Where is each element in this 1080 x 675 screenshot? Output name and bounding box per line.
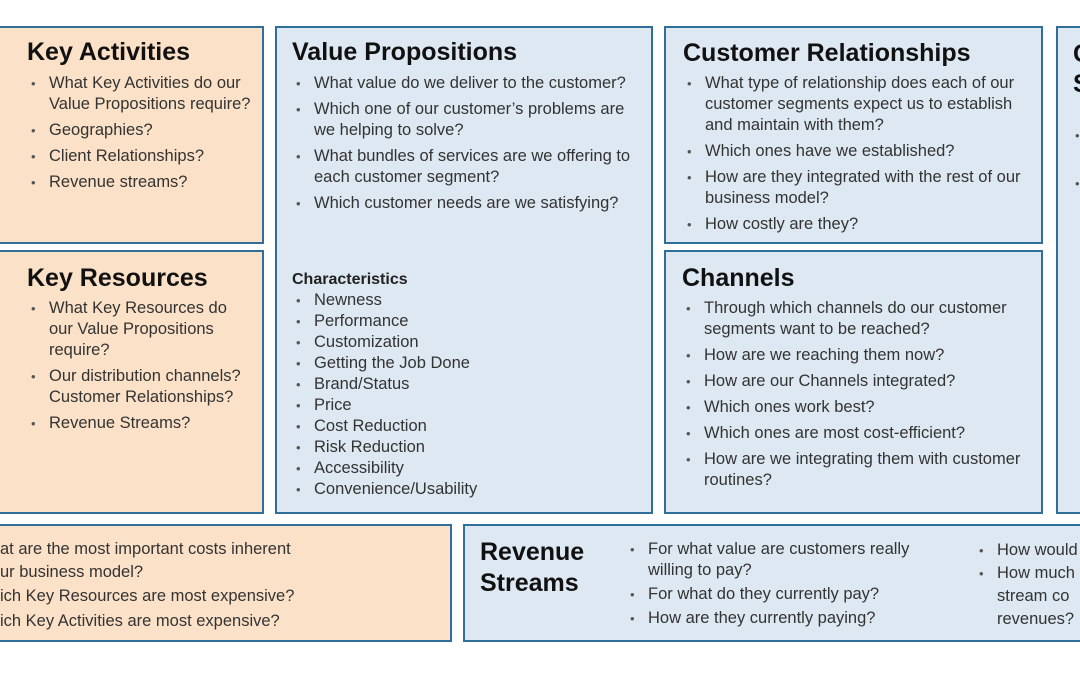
list-item: Which customer needs are we satisfying? — [292, 193, 637, 214]
list-item: How are we integrating them with custome… — [682, 449, 1027, 491]
bullet-icon: • — [979, 543, 984, 558]
list-item: Geographies? — [27, 120, 252, 141]
bullet-icon: • — [979, 566, 984, 581]
key-resources-block: Key Resources What Key Resources do our … — [0, 250, 264, 514]
list-item: Which ones work best? — [682, 397, 1027, 418]
list-item: Convenience/Usability — [292, 479, 637, 500]
key-activities-title: Key Activities — [27, 38, 191, 66]
list-item: Risk Reduction — [292, 437, 637, 458]
cost-line: ich Key Resources are most expensive? — [0, 587, 295, 605]
list-item: How are they integrated with the rest of… — [683, 167, 1023, 209]
channels-list: Through which channels do our customer s… — [682, 298, 1027, 496]
list-item: Revenue streams? — [27, 172, 252, 193]
list-item: Performance — [292, 311, 637, 332]
list-item: Through which channels do our customer s… — [682, 298, 1027, 340]
cost-structure-text: at are the most important costs inherent… — [0, 538, 294, 633]
list-item: Which one of our customer’s problems are… — [292, 99, 637, 141]
bullet-icon: • — [1075, 128, 1080, 143]
list-item: Accessibility — [292, 458, 637, 479]
list-item: Revenue Streams? — [27, 413, 252, 434]
customer-segments-block: C S • • — [1056, 26, 1080, 514]
list-item: What Key Resources do our Value Proposit… — [27, 298, 252, 361]
customer-segments-title-line2: S — [1073, 70, 1080, 98]
list-item: • How much — [975, 562, 1080, 585]
value-propositions-list: What value do we deliver to the customer… — [292, 73, 637, 219]
list-item: Customization — [292, 332, 637, 353]
list-item: How are we reaching them now? — [682, 345, 1027, 366]
characteristics-heading: Characteristics — [292, 271, 408, 288]
channels-title: Channels — [682, 264, 795, 292]
revenue-streams-list: For what value are customers really will… — [626, 539, 951, 634]
customer-relationships-title: Customer Relationships — [683, 39, 971, 67]
list-item-continuation: revenues? — [997, 610, 1075, 628]
list-item: Brand/Status — [292, 374, 637, 395]
characteristics-list: Newness Performance Customization Gettin… — [292, 290, 637, 500]
cost-line: at are the most important costs inherent — [0, 540, 291, 558]
revenue-streams-block: Revenue Streams For what value are custo… — [463, 524, 1080, 642]
list-item: Our distribution channels? Customer Rela… — [27, 366, 252, 408]
list-item: What value do we deliver to the customer… — [292, 73, 637, 94]
list-item: Getting the Job Done — [292, 353, 637, 374]
revenue-streams-title-line1: Revenue — [480, 538, 585, 566]
revenue-streams-list-2: • How would • How much stream co revenue… — [975, 539, 1080, 631]
key-activities-block: Key Activities What Key Activities do ou… — [0, 26, 264, 244]
list-item: For what value are customers really will… — [626, 539, 951, 581]
bullet-icon: • — [1075, 176, 1080, 191]
list-item: How are they currently paying? — [626, 608, 951, 629]
cost-structure-block: at are the most important costs inherent… — [0, 524, 452, 642]
list-item: Which ones have we established? — [683, 141, 1023, 162]
key-resources-title: Key Resources — [27, 264, 208, 292]
list-item: Newness — [292, 290, 637, 311]
value-propositions-block: Value Propositions What value do we deli… — [275, 26, 653, 514]
channels-block: Channels Through which channels do our c… — [664, 250, 1043, 514]
cost-line: ich Key Activities are most expensive? — [0, 612, 280, 630]
list-item: For what do they currently pay? — [626, 584, 951, 605]
value-propositions-title: Value Propositions — [292, 38, 518, 66]
list-item: How costly are they? — [683, 214, 1023, 235]
revenue-streams-title-line2: Streams — [480, 569, 579, 597]
customer-relationships-block: Customer Relationships What type of rela… — [664, 26, 1043, 244]
customer-segments-title-line1: C — [1073, 40, 1080, 68]
list-item: Client Relationships? — [27, 146, 252, 167]
key-resources-list: What Key Resources do our Value Proposit… — [27, 298, 252, 439]
list-item: What bundles of services are we offering… — [292, 146, 637, 188]
cost-line: ur business model? — [0, 563, 144, 581]
list-item: What type of relationship does each of o… — [683, 73, 1023, 136]
list-item-continuation: stream co — [997, 587, 1070, 605]
list-item: What Key Activities do our Value Proposi… — [27, 73, 252, 115]
list-item: Cost Reduction — [292, 416, 637, 437]
list-item: How are our Channels integrated? — [682, 371, 1027, 392]
customer-relationships-list: What type of relationship does each of o… — [683, 73, 1023, 240]
list-item: Price — [292, 395, 637, 416]
key-activities-list: What Key Activities do our Value Proposi… — [27, 73, 252, 198]
list-item: • How would — [975, 539, 1080, 562]
list-item: Which ones are most cost-efficient? — [682, 423, 1027, 444]
